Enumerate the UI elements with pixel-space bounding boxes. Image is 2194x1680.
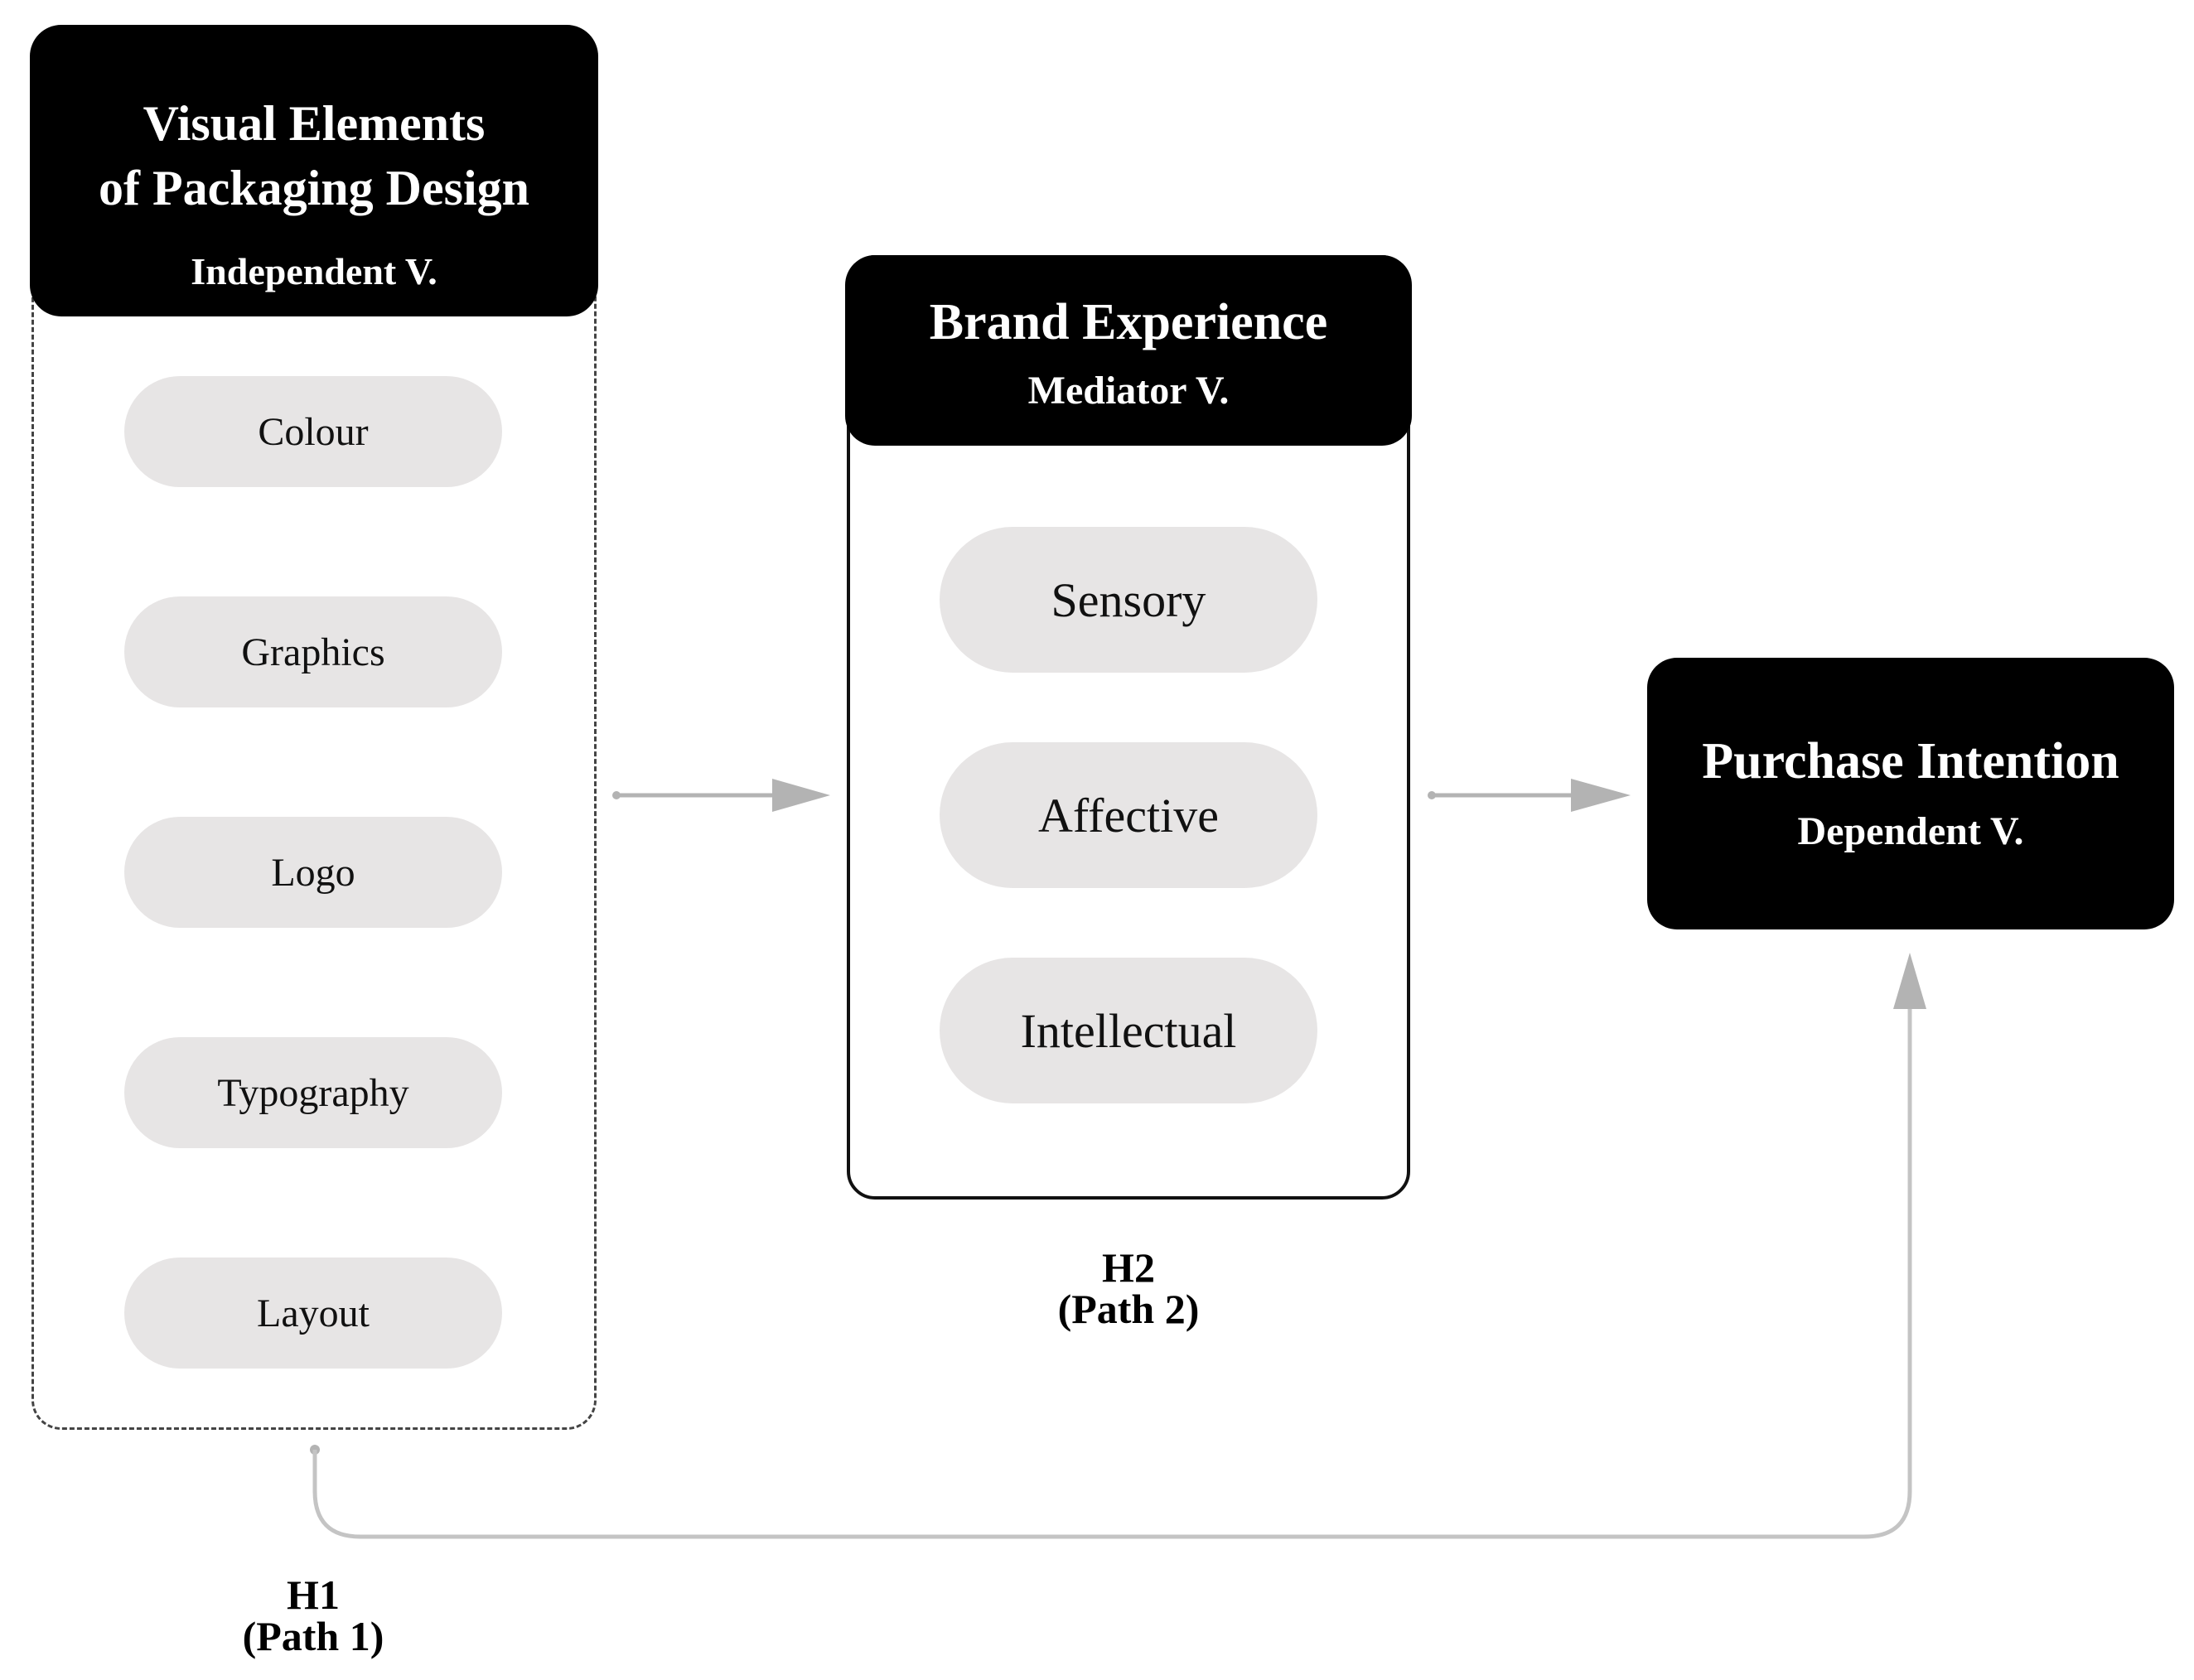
dimension-intellectual: Intellectual (940, 958, 1317, 1103)
arrow-independent-to-mediator (612, 779, 830, 812)
mediator-variable-title: Brand Experience (929, 294, 1328, 350)
dependent-variable-box: Purchase Intention Dependent V. (1647, 658, 2174, 929)
mediator-variable-header: Brand Experience Mediator V. (845, 255, 1412, 446)
element-graphics: Graphics (124, 596, 502, 707)
h1-path: (Path 1) (242, 1613, 384, 1659)
dimension-affective: Affective (940, 742, 1317, 888)
dimension-sensory: Sensory (940, 527, 1317, 673)
mediator-variable-subtitle: Mediator V. (1027, 369, 1230, 413)
dependent-variable-subtitle: Dependent V. (1797, 809, 2024, 853)
independent-variable-subtitle: Independent V. (191, 250, 437, 292)
element-typography: Typography (124, 1037, 502, 1148)
arrow-independent-to-dependent (310, 953, 1926, 1539)
arrow-mediator-to-dependent (1428, 779, 1631, 812)
h1-path-label: H1 (Path 1) (147, 1574, 479, 1657)
dependent-variable-title: Purchase Intention (1702, 733, 2119, 789)
element-logo: Logo (124, 817, 502, 928)
h2-path-label: H2 (Path 2) (963, 1247, 1294, 1330)
element-colour: Colour (124, 376, 502, 487)
element-layout: Layout (124, 1258, 502, 1369)
h2-path: (Path 2) (1057, 1286, 1200, 1332)
h1-label: H1 (287, 1571, 340, 1618)
independent-variable-title: Visual Elements of Packaging Design (98, 96, 530, 215)
independent-variable-header: Visual Elements of Packaging Design Inde… (30, 25, 598, 316)
h2-label: H2 (1102, 1244, 1155, 1291)
